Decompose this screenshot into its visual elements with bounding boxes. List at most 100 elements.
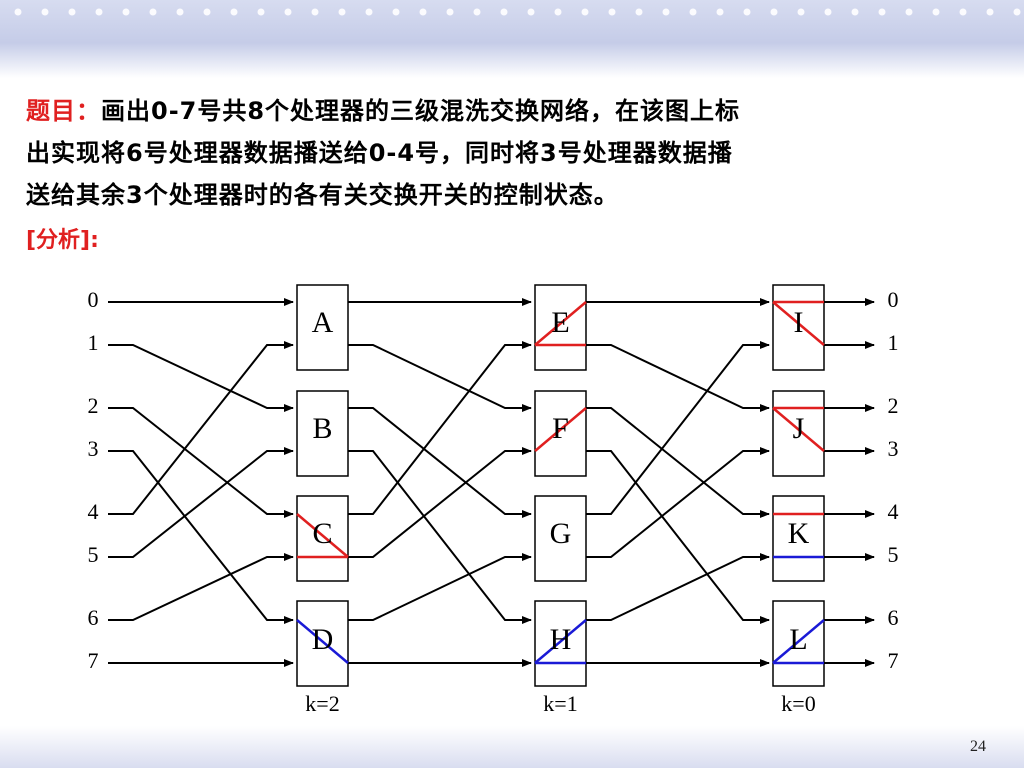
wire-in-5: [108, 447, 294, 558]
state-C-0-1: [296, 513, 349, 558]
problem-label: 题目：: [26, 97, 101, 125]
switch-box-A: [296, 284, 349, 371]
state-D-0-1: [296, 619, 349, 664]
output-label-5: 5: [888, 542, 899, 567]
wire-s2-3: [586, 450, 770, 624]
switch-label-K: K: [788, 517, 810, 550]
header-dot: [257, 8, 265, 16]
switch-box-J: [772, 390, 825, 477]
header-dot: [581, 8, 589, 16]
page-number: 24: [970, 738, 986, 755]
switch-label-F: F: [552, 412, 569, 445]
header-dot: [797, 8, 805, 16]
header-dot: [473, 8, 481, 16]
switch-box-H: [534, 600, 587, 687]
output-label-1: 1: [888, 330, 899, 355]
input-label-7: 7: [88, 648, 99, 673]
header-dot: [554, 8, 562, 16]
switch-box-F: [534, 390, 587, 477]
state-J-0-1: [772, 407, 825, 452]
switch-box-B: [296, 390, 349, 477]
switch-label-J: J: [793, 412, 805, 445]
header-dot: [932, 8, 940, 16]
wire-s2-4: [586, 341, 770, 515]
wire-s1-6: [348, 553, 532, 621]
output-label-2: 2: [888, 393, 899, 418]
header-dot: [338, 8, 346, 16]
header-dot: [905, 8, 913, 16]
wire-in-3: [108, 450, 294, 624]
state-E-1-0: [534, 301, 587, 346]
header-dot: [41, 8, 49, 16]
wire-in-6: [108, 553, 294, 621]
input-label-6: 6: [88, 605, 99, 630]
footer-band: [0, 726, 1024, 768]
header-dot: [392, 8, 400, 16]
header-dot: [770, 8, 778, 16]
header-dot: [851, 8, 859, 16]
header-dot: [986, 8, 994, 16]
output-label-4: 4: [888, 499, 899, 524]
input-label-5: 5: [88, 542, 99, 567]
stage-label-k=2: k=2: [305, 691, 339, 716]
switch-box-E: [534, 284, 587, 371]
output-label-0: 0: [888, 287, 899, 312]
header-dot: [95, 8, 103, 16]
switch-label-B: B: [312, 412, 332, 445]
header-dot: [14, 8, 22, 16]
wire-s1-3: [348, 450, 532, 624]
output-label-3: 3: [888, 436, 899, 461]
output-label-7: 7: [888, 648, 899, 673]
problem-line-1-text: 画出0-7号共8个处理器的三级混洗交换网络，在该图上标: [101, 97, 741, 125]
wire-s1-4: [348, 341, 532, 515]
header-dot: [446, 8, 454, 16]
header-dot: [230, 8, 238, 16]
stage-label-k=0: k=0: [781, 691, 815, 716]
problem-statement: 题目：画出0-7号共8个处理器的三级混洗交换网络，在该图上标 出实现将6号处理器…: [26, 90, 1006, 216]
switch-label-I: I: [794, 306, 804, 339]
switch-box-I: [772, 284, 825, 371]
header-dot: [419, 8, 427, 16]
switch-box-L: [772, 600, 825, 687]
header-dot: [959, 8, 967, 16]
header-dot: [824, 8, 832, 16]
input-label-4: 4: [88, 499, 99, 524]
wire-s2-2: [586, 407, 770, 518]
header-dot: [365, 8, 373, 16]
header-dot: [149, 8, 157, 16]
problem-line-1: 题目：画出0-7号共8个处理器的三级混洗交换网络，在该图上标: [26, 90, 1006, 132]
header-dot: [284, 8, 292, 16]
switch-label-C: C: [312, 517, 332, 550]
header-dot: [203, 8, 211, 16]
header-dot: [608, 8, 616, 16]
switch-label-D: D: [312, 623, 334, 656]
header-dot: [743, 8, 751, 16]
input-label-0: 0: [88, 287, 99, 312]
header-dot: [176, 8, 184, 16]
switch-box-D: [296, 600, 349, 687]
header-dot: [662, 8, 670, 16]
problem-line-2: 出实现将6号处理器数据播送给0-4号，同时将3号处理器数据播: [26, 139, 733, 167]
input-label-1: 1: [88, 330, 99, 355]
wire-in-2: [108, 407, 294, 518]
state-L-1-0: [772, 619, 825, 664]
header-dot: [122, 8, 130, 16]
header-dot: [527, 8, 535, 16]
wire-s2-6: [586, 553, 770, 621]
switch-label-A: A: [312, 306, 334, 339]
header-dot: [1013, 8, 1021, 16]
header-dots: [14, 8, 1021, 16]
wire-s1-2: [348, 407, 532, 518]
switch-box-C: [296, 495, 349, 582]
switch-label-E: E: [551, 306, 569, 339]
state-H-1-0: [534, 619, 587, 664]
switch-box-G: [534, 495, 587, 582]
header-dot: [716, 8, 724, 16]
header-dot: [311, 8, 319, 16]
wire-in-4: [108, 341, 294, 515]
header-dot: [635, 8, 643, 16]
header-dot: [689, 8, 697, 16]
analysis-label: [分析]:: [26, 228, 99, 253]
wire-s1-5: [348, 447, 532, 558]
